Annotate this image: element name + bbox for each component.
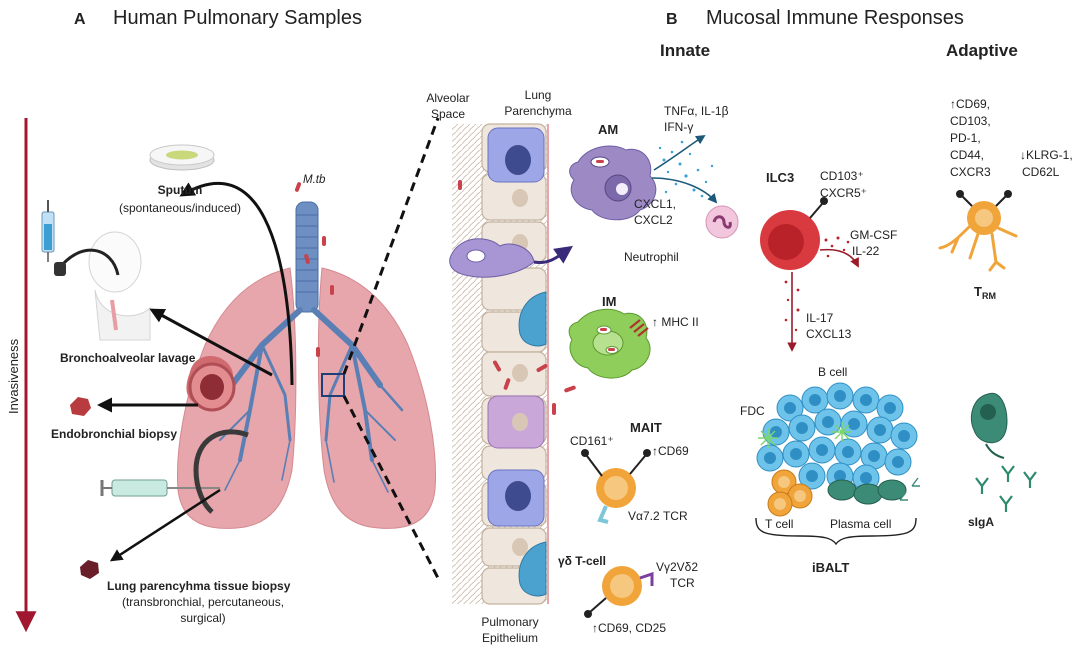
region-parenchyma-line1: Lung [525,88,552,102]
gd-label: γδ T-cell [558,554,606,568]
panel-a: A Human Pulmonary Samples Invasiveness [6,7,572,645]
ibalt-b-cell-label: B cell [818,365,847,379]
innate-heading: Innate [660,41,710,60]
bronchus-cross-section [186,356,236,412]
trm-marker-left-3: PD-1, [950,131,981,145]
plasma-cell-siga [970,392,1008,459]
trm-label: TRM [974,284,996,301]
sample-detail-parenchyma-2: surgical) [180,611,225,625]
siga-label: sIgA [968,515,994,529]
ilc3-down-il17: IL-17 [806,311,834,325]
region-alveolar-line2: Space [431,107,465,121]
im-label: IM [602,294,616,309]
panel-b-letter: B [666,11,678,28]
antibody-icons [975,465,1037,512]
ibalt-cluster [755,382,920,546]
ilc3-marker-cxcr5: CXCR5⁺ [820,186,867,200]
sample-detail-sputum: (spontaneous/induced) [119,201,241,215]
ilc3-marker-cd103: CD103⁺ [820,169,864,183]
epithelium-column [449,123,576,605]
ibalt-label: iBALT [812,560,849,575]
im-marker: ↑ MHC II [652,315,699,329]
neutrophil-label: Neutrophil [624,250,679,264]
invasiveness-label: Invasiveness [6,338,21,414]
zoom-line-bottom [342,395,440,579]
zoom-line-top [342,117,440,375]
am-cytokines-line2: IFN-γ [664,120,693,134]
region-epithelium-line1: Pulmonary [481,615,538,629]
parenchyma-sample-icon [80,560,99,579]
am-chemokines-line1: CXCL1, [634,197,676,211]
gd-markers: ↑CD69, CD25 [592,621,666,635]
mait-tcr: Vα7.2 TCR [628,509,688,523]
am-cytokines-line1: TNFα, IL-1β [664,104,729,118]
ibalt-brace [755,517,917,546]
panel-b: B Mucosal Immune Responses Innate Adapti… [558,7,1073,635]
trm-cell [938,190,1018,272]
bal-arrow [149,308,273,377]
biopsy-needle-illustration [100,479,220,497]
alveolus-zoom-box [321,373,345,397]
sample-label-parenchyma: Lung parencyhma tissue biopsy [107,579,291,593]
mait-marker-cd69: ↑CD69 [652,444,689,458]
ilc3-cell [760,197,859,352]
trm-marker-right-2: CD62L [1022,165,1060,179]
panel-a-letter: A [74,11,86,28]
gd-tcr-line1: Vγ2Vδ2 [656,560,698,574]
ibalt-plasma-cell-label: Plasma cell [830,517,891,531]
ilc3-cytokine-gmcsf: GM-CSF [850,228,897,242]
lungs-illustration [177,182,436,529]
region-alveolar-line1: Alveolar [426,91,469,105]
sputum-arrow [179,181,294,386]
sample-label-endobronchial: Endobronchial biopsy [51,427,177,441]
alveolar-macrophage [569,145,657,221]
trm-marker-right-1: ↓KLRG-1, [1020,148,1073,162]
sample-label-sputum: Sputum [158,183,203,197]
panel-a-title: Human Pulmonary Samples [113,7,362,29]
gd-tcr-line2: TCR [670,576,695,590]
bronchoscopy-illustration [41,200,151,341]
mait-label: MAIT [630,420,662,435]
endobronchial-sample-icon [70,397,91,416]
bronchoscope-icon [193,429,249,514]
trm-marker-left-1: ↑CD69, [950,97,990,111]
neutrophil [705,205,739,239]
trm-marker-left-4: CD44, [950,148,984,162]
region-parenchyma-line2: Parenchyma [504,104,572,118]
ibalt-t-cell-label: T cell [765,517,793,531]
ilc3-cytokine-il22: IL-22 [852,244,880,258]
gamma-delta-t-cell [584,566,654,618]
panel-b-title: Mucosal Immune Responses [706,7,964,29]
trm-marker-left-2: CD103, [950,114,991,128]
sample-label-bal: Bronchoalveolar lavage [60,351,196,365]
parenchyma-arrow [109,488,221,562]
am-secretion-dots [658,140,714,198]
interstitial-macrophage [568,308,651,379]
sample-detail-parenchyma-1: (transbronchial, percutaneous, [122,595,284,609]
am-cytokine-arrow [653,134,706,171]
region-epithelium-line2: Epithelium [482,631,538,645]
mait-cell [581,449,651,524]
adaptive-heading: Adaptive [946,41,1018,60]
mtb-label: M.tb [303,174,326,186]
ibalt-fdc-label: FDC [740,404,765,418]
am-chemokine-arrow [651,177,718,204]
petri-dish-icon [149,144,215,171]
am-label: AM [598,122,618,137]
ilc3-down-cxcl13: CXCL13 [806,327,852,341]
trm-marker-left-5: CXCR3 [950,165,991,179]
mait-marker-cd161: CD161⁺ [570,434,614,448]
ilc3-label: ILC3 [766,170,794,185]
am-chemokines-line2: CXCL2 [634,213,673,227]
